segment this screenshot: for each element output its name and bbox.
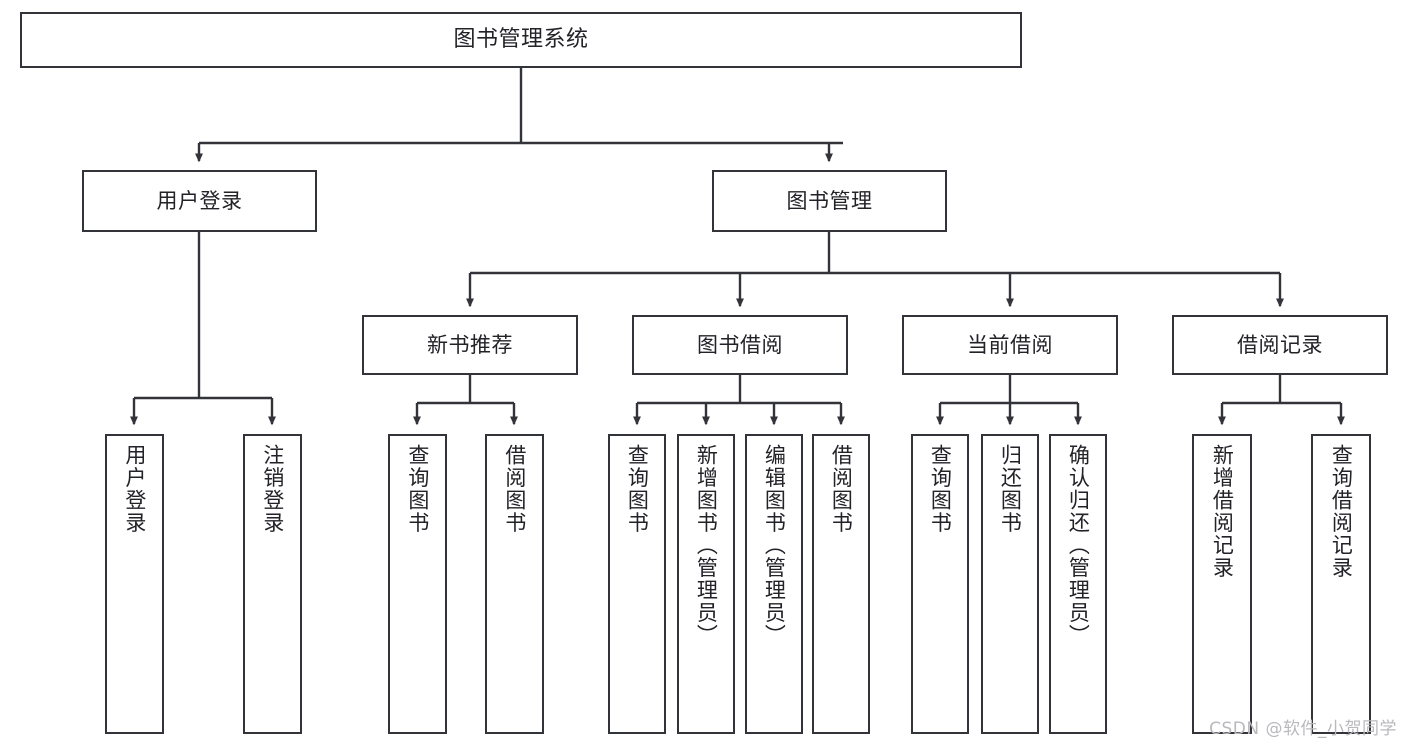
node-label: 用户登录 — [122, 444, 147, 534]
node-label: 用户登录 — [156, 188, 243, 213]
node-label: 当前借阅 — [967, 332, 1053, 357]
leaf-user-login[interactable]: 用户登录 — [105, 434, 164, 734]
node-current-borrow[interactable]: 当前借阅 — [902, 315, 1118, 375]
leaf-edit-book-admin[interactable]: 编辑图书（管理员） — [745, 434, 803, 734]
node-user-login[interactable]: 用户登录 — [82, 170, 317, 232]
leaf-query-book-rec[interactable]: 查询图书 — [388, 434, 447, 734]
node-label: 查询图书 — [928, 444, 953, 534]
node-label: 编辑图书（管理员） — [762, 444, 787, 647]
node-label: 借阅记录 — [1237, 332, 1323, 357]
leaf-logout[interactable]: 注销登录 — [243, 434, 302, 734]
node-label: 图书借阅 — [697, 332, 783, 357]
node-root-system[interactable]: 图书管理系统 — [20, 12, 1022, 68]
node-label: 查询图书 — [625, 444, 650, 534]
node-label: 新增图书（管理员） — [694, 444, 719, 647]
node-label: 借阅图书 — [829, 444, 854, 534]
node-label: 图书管理系统 — [453, 27, 589, 53]
leaf-query-borrow-record[interactable]: 查询借阅记录 — [1311, 434, 1371, 734]
leaf-borrow-book[interactable]: 借阅图书 — [812, 434, 870, 734]
node-label: 图书管理 — [786, 188, 873, 213]
node-book-management[interactable]: 图书管理 — [712, 170, 947, 232]
leaf-add-borrow-record[interactable]: 新增借阅记录 — [1192, 434, 1252, 734]
node-label: 注销登录 — [260, 444, 285, 534]
leaf-return-book[interactable]: 归还图书 — [981, 434, 1039, 734]
watermark-text: CSDN @软件_小贺同学 — [1209, 719, 1397, 739]
node-label: 确认归还（管理员） — [1066, 444, 1091, 647]
leaf-query-book-current[interactable]: 查询图书 — [911, 434, 969, 734]
node-new-book-recommendation[interactable]: 新书推荐 — [362, 315, 578, 375]
node-label: 查询图书 — [405, 444, 430, 534]
leaf-confirm-return-admin[interactable]: 确认归还（管理员） — [1049, 434, 1107, 734]
leaf-add-book-admin[interactable]: 新增图书（管理员） — [677, 434, 735, 734]
node-label: 借阅图书 — [502, 444, 527, 534]
node-borrow-record[interactable]: 借阅记录 — [1172, 315, 1388, 375]
node-label: 查询借阅记录 — [1329, 444, 1354, 579]
node-label: 新增借阅记录 — [1210, 444, 1235, 579]
node-book-borrow[interactable]: 图书借阅 — [632, 315, 848, 375]
leaf-borrow-book-rec[interactable]: 借阅图书 — [485, 434, 544, 734]
node-label: 归还图书 — [998, 444, 1023, 534]
node-label: 新书推荐 — [427, 332, 513, 357]
leaf-query-book-borrow[interactable]: 查询图书 — [608, 434, 666, 734]
